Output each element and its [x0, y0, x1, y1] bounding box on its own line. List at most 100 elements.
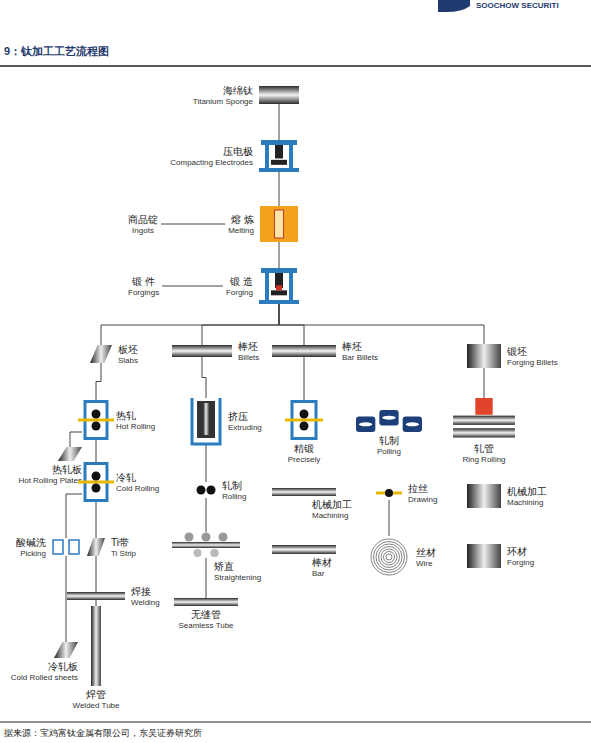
process-step: 锻坯Forging Billets — [467, 344, 501, 368]
step-text: 热轧Hot Rolling — [116, 410, 155, 431]
process-connector — [279, 172, 280, 206]
process-step: 板坯Slabs — [90, 345, 112, 363]
process-icon — [90, 345, 112, 363]
step-name-zh: 机械加工 — [312, 499, 352, 511]
process-step: 海绵钛Titanium Sponge — [259, 86, 299, 104]
process-icon — [453, 398, 515, 440]
process-step: 热轧板Hot Rolling Plates — [58, 447, 82, 461]
process-connector — [279, 304, 484, 344]
step-text: 环材Forging — [507, 546, 534, 567]
step-name-en: Titanium Sponge — [193, 96, 253, 105]
step-text: 轧制Rolling — [222, 480, 246, 501]
step-name-en: Rolling — [222, 491, 246, 500]
process-icon — [289, 400, 319, 440]
step-name-zh: 机械加工 — [507, 486, 547, 498]
step-name-zh: 冷轧板 — [11, 661, 78, 673]
process-icon — [190, 398, 222, 444]
process-step: 丝材Wire — [368, 536, 410, 578]
step-text: 焊接Welding — [131, 586, 160, 607]
step-text: 锻 件Forgings — [128, 276, 159, 297]
process-icon — [91, 606, 101, 686]
process-step: 无缝管Seamless Tube — [174, 598, 238, 606]
process-step: 轧管Ring Rolling — [453, 398, 515, 440]
process-step: 酸碱洗Picking — [52, 538, 80, 556]
process-connector — [206, 498, 207, 532]
process-connector — [389, 500, 390, 536]
step-name-zh: 轧制 — [377, 435, 401, 447]
step-name-zh: 棒坯 — [342, 341, 378, 353]
process-step: 拉丝Drawing — [376, 486, 402, 500]
step-name-en: Forging — [507, 557, 534, 566]
process-icon — [172, 532, 240, 558]
step-name-en: Wire — [416, 558, 436, 567]
process-icon — [54, 642, 78, 658]
step-name-en: Drawing — [408, 494, 437, 503]
step-name-zh: 锻坯 — [507, 346, 558, 358]
step-name-en: Machining — [507, 497, 547, 506]
process-icon — [272, 345, 336, 357]
process-icon — [196, 482, 216, 498]
step-text: 矫直Straightening — [214, 561, 261, 582]
step-text: 熔 炼Melting — [228, 214, 254, 235]
step-text: 热轧板Hot Rolling Plates — [18, 464, 82, 485]
step-name-zh: 锻 件 — [128, 276, 159, 288]
process-step: 冷轧Cold Rolling — [82, 462, 110, 502]
process-icon — [259, 268, 299, 304]
step-name-en: Bar — [312, 569, 332, 578]
step-name-zh: 熔 炼 — [228, 214, 254, 226]
step-name-en: Hot Rolling — [116, 421, 155, 430]
process-icon — [174, 598, 238, 606]
process-icon — [52, 538, 80, 556]
step-name-en: Ingots — [128, 225, 158, 234]
process-connector — [162, 286, 223, 287]
step-text: 板坯Slabs — [118, 344, 138, 365]
process-icon — [87, 538, 105, 556]
step-name-en: Straightening — [214, 573, 261, 582]
process-connector — [66, 494, 82, 538]
product-label: 商品锭Ingots — [128, 214, 158, 235]
step-name-zh: 矫直 — [214, 561, 261, 573]
step-name-en: Billets — [238, 352, 259, 361]
process-connector — [96, 363, 101, 400]
process-step: 棒坯Bar Billets — [272, 345, 336, 357]
process-icon — [259, 86, 299, 104]
step-name-zh: 焊接 — [131, 586, 160, 598]
process-step: 矫直Straightening — [172, 532, 240, 558]
step-text: 机械加工Machining — [312, 499, 352, 520]
process-step: 轧制Rolling — [196, 482, 216, 498]
step-text: 机械加工Machining — [507, 486, 547, 507]
step-text: 冷轧板Cold Rolled sheets — [11, 661, 78, 682]
step-text: 棒坯Billets — [238, 341, 259, 362]
source-caption: 据来源：宝鸡富钛金属有限公司，东吴证券研究所 — [4, 727, 202, 740]
process-icon — [259, 140, 299, 172]
process-step: 热轧Hot Rolling — [82, 400, 110, 440]
process-connector — [279, 242, 280, 268]
process-step: 焊管Welded Tube — [91, 606, 101, 686]
step-name-en: Cold Rolling — [116, 483, 159, 492]
step-name-zh: 拉丝 — [408, 483, 437, 495]
step-name-en: Precisely — [288, 455, 320, 464]
step-name-zh: 轧管 — [462, 443, 505, 455]
process-connector — [96, 556, 97, 592]
process-step: 熔 炼Melting — [260, 206, 298, 242]
step-name-en: Bar Billets — [342, 352, 378, 361]
step-name-en: Cold Rolled sheets — [11, 673, 78, 682]
process-step: 锻 造Forging — [259, 268, 299, 304]
step-name-en: Hot Rolling Plates — [18, 476, 82, 485]
step-name-zh: 板坯 — [118, 344, 138, 356]
process-connector — [202, 357, 206, 398]
process-connector — [206, 558, 207, 598]
process-icon — [260, 206, 298, 242]
step-text: 拉丝Drawing — [408, 483, 437, 504]
step-name-en: Compacting Electrodes — [170, 157, 253, 166]
process-icon — [467, 544, 501, 568]
process-icon — [67, 592, 125, 600]
step-name-zh: 精锻 — [288, 443, 320, 455]
process-step: 棒材Bar — [272, 545, 336, 554]
process-connector — [96, 440, 97, 462]
step-text: 轧管Ring Rolling — [462, 443, 505, 464]
step-name-zh: 热轧板 — [18, 464, 82, 476]
step-text: Ti带Ti Strip — [111, 537, 136, 558]
figure-title: 9：钛加工工艺流程图 — [4, 44, 109, 59]
step-text: 酸碱洗Picking — [16, 537, 46, 558]
